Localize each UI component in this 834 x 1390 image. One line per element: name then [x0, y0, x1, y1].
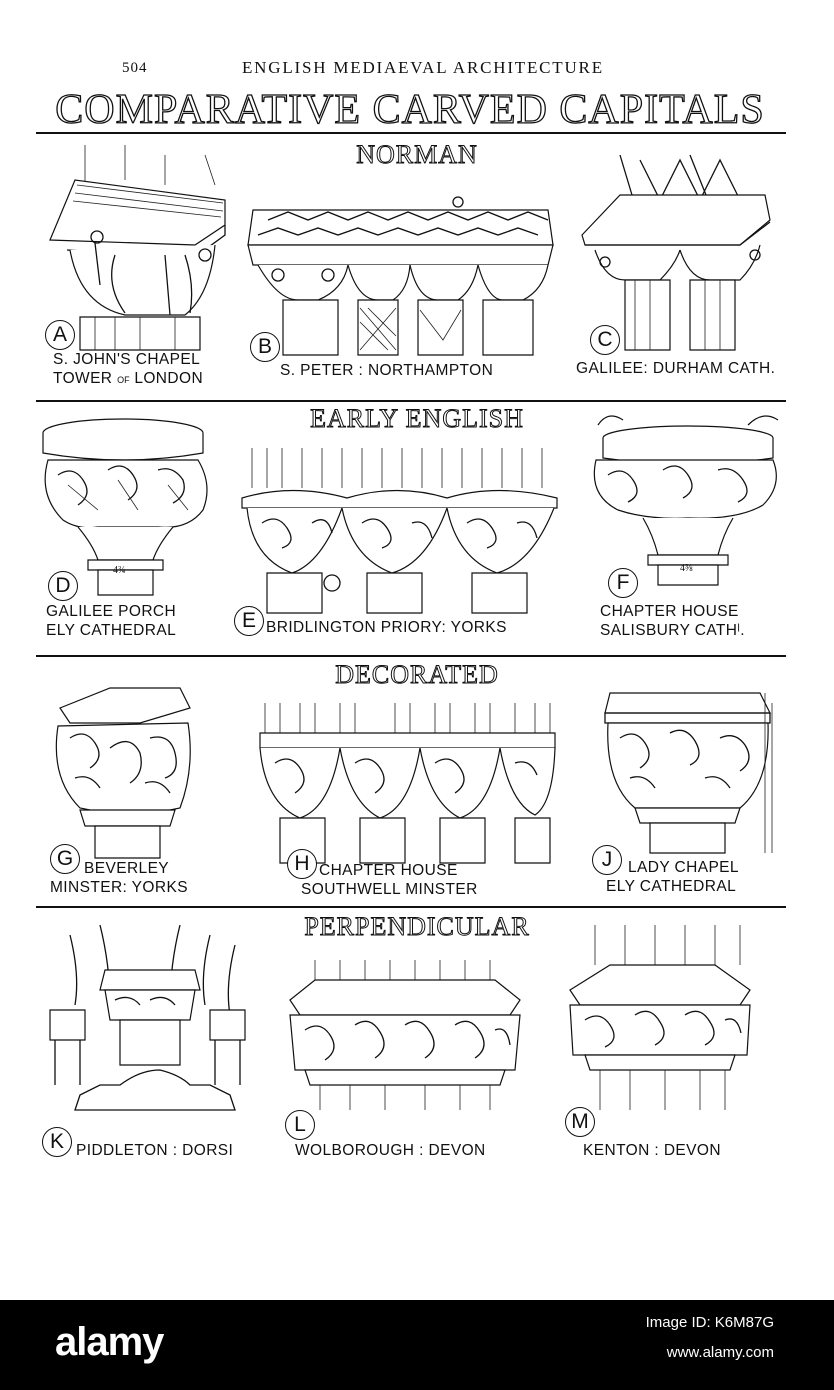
caption-c: GALILEE: DURHAM CATH. — [576, 360, 776, 377]
caption-j-line1: LADY CHAPEL — [628, 859, 739, 876]
section-title-early-english: EARLY ENGLISH — [310, 404, 524, 434]
measure-f: 4⅜ — [680, 563, 693, 574]
rule-decorated — [36, 655, 786, 657]
capital-drawing-j — [604, 692, 773, 854]
caption-a-line2: TOWER OF LONDON — [53, 370, 203, 389]
caption-h-line1: CHAPTER HOUSE — [319, 862, 458, 879]
capital-drawing-h — [259, 703, 556, 864]
capital-drawing-l — [289, 960, 521, 1110]
caption-h-line2: SOUTHWELL MINSTER — [301, 881, 478, 898]
plate-letter-k: K — [42, 1127, 72, 1157]
capital-drawing-f — [593, 415, 779, 586]
capital-drawing-g — [55, 687, 191, 859]
rule-norman — [36, 132, 786, 134]
plate-d: D 4¾ GALILEE PORCH ELY CATHEDRAL — [38, 415, 228, 650]
capital-drawing-e — [241, 448, 558, 614]
rule-perpendicular — [36, 906, 786, 908]
running-head: 504 ENGLISH MEDIAEVAL ARCHITECTURE — [0, 56, 834, 80]
brand-logo: alamy — [55, 1320, 164, 1364]
plate-letter-l: L — [285, 1110, 315, 1140]
caption-g-line2: MINSTER: YORKS — [50, 879, 188, 896]
plate-a: A S. JOHN'S CHAPEL TOWER OF LONDON — [45, 145, 230, 395]
plate-letter-e: E — [234, 606, 264, 636]
plate-letter-g: G — [50, 844, 80, 874]
caption-l: WOLBOROUGH : DEVON — [295, 1142, 486, 1159]
section-title-norman: NORMAN — [356, 140, 478, 170]
plate-k: K PIDDLETON : DORSI — [40, 915, 250, 1165]
plate-letter-m: M — [565, 1107, 595, 1137]
caption-k: PIDDLETON : DORSI — [76, 1142, 234, 1159]
measure-d: 4¾ — [113, 565, 126, 576]
plate-letter-c: C — [590, 325, 620, 355]
section-title-perpendicular: PERPENDICULAR — [304, 912, 530, 942]
plate-letter-h: H — [287, 849, 317, 879]
caption-b: S. PETER : NORTHAMPTON — [280, 362, 494, 379]
caption-g-line1: BEVERLEY — [84, 860, 170, 877]
plate-letter-a: A — [45, 320, 75, 350]
capital-drawing-a — [49, 145, 226, 351]
capital-drawing-m — [569, 925, 751, 1110]
stock-url[interactable]: www.alamy.com — [666, 1344, 774, 1361]
plate-letter-f: F — [608, 568, 638, 598]
plate-c: C GALILEE: DURHAM CATH. — [576, 150, 780, 395]
plate-letter-d: D — [48, 571, 78, 601]
caption-f-line2: SALISBURY CATHˡ. — [600, 622, 745, 639]
book-title: ENGLISH MEDIAEVAL ARCHITECTURE — [242, 58, 604, 77]
plate-title: COMPARATIVE CARVED CAPITALS — [55, 86, 765, 133]
plate-letter-b: B — [250, 332, 280, 362]
caption-a-part1: TOWER — [53, 370, 118, 387]
rule-early-english — [36, 400, 786, 402]
plate-e: E BRIDLINGTON PRIORY: YORKS — [232, 448, 562, 648]
caption-m: KENTON : DEVON — [583, 1142, 721, 1159]
capital-drawing-b — [247, 196, 554, 356]
caption-a-small: OF — [117, 375, 130, 385]
stock-footer: alamy Image ID: K6M87G www.alamy.com — [0, 1300, 834, 1390]
section-title-decorated: DECORATED — [335, 660, 499, 690]
caption-d-line2: ELY CATHEDRAL — [46, 622, 177, 639]
plate-g: G BEVERLEY MINSTER: YORKS — [50, 678, 250, 900]
caption-d-line1: GALILEE PORCH — [46, 603, 177, 620]
plate-b: B S. PETER : NORTHAMPTON — [247, 190, 558, 390]
plate-f: F 4⅜ CHAPTER HOUSE SALISBURY CATHˡ. — [588, 410, 783, 650]
image-id: Image ID: K6M87G — [645, 1314, 774, 1331]
caption-e: BRIDLINGTON PRIORY: YORKS — [266, 619, 507, 636]
caption-a-line1: S. JOHN'S CHAPEL — [53, 351, 201, 368]
page-number: 504 — [122, 60, 148, 76]
capital-drawing-k — [49, 924, 246, 1111]
plate-j: J LADY CHAPEL ELY CATHEDRAL — [590, 683, 780, 903]
plate-l: L WOLBOROUGH : DEVON — [285, 960, 525, 1165]
caption-f-line1: CHAPTER HOUSE — [600, 603, 739, 620]
book-page: 504 ENGLISH MEDIAEVAL ARCHITECTURE COMPA… — [0, 56, 834, 1165]
caption-a-part2: LONDON — [129, 370, 204, 387]
capital-drawing-d — [42, 418, 208, 596]
capital-drawing-c — [581, 154, 771, 351]
plate-h: H CHAPTER HOUSE SOUTHWELL MINSTER — [255, 703, 560, 903]
caption-j-line2: ELY CATHEDRAL — [606, 878, 737, 895]
plate-m: M KENTON : DEVON — [565, 925, 765, 1165]
plate-letter-j: J — [592, 845, 622, 875]
